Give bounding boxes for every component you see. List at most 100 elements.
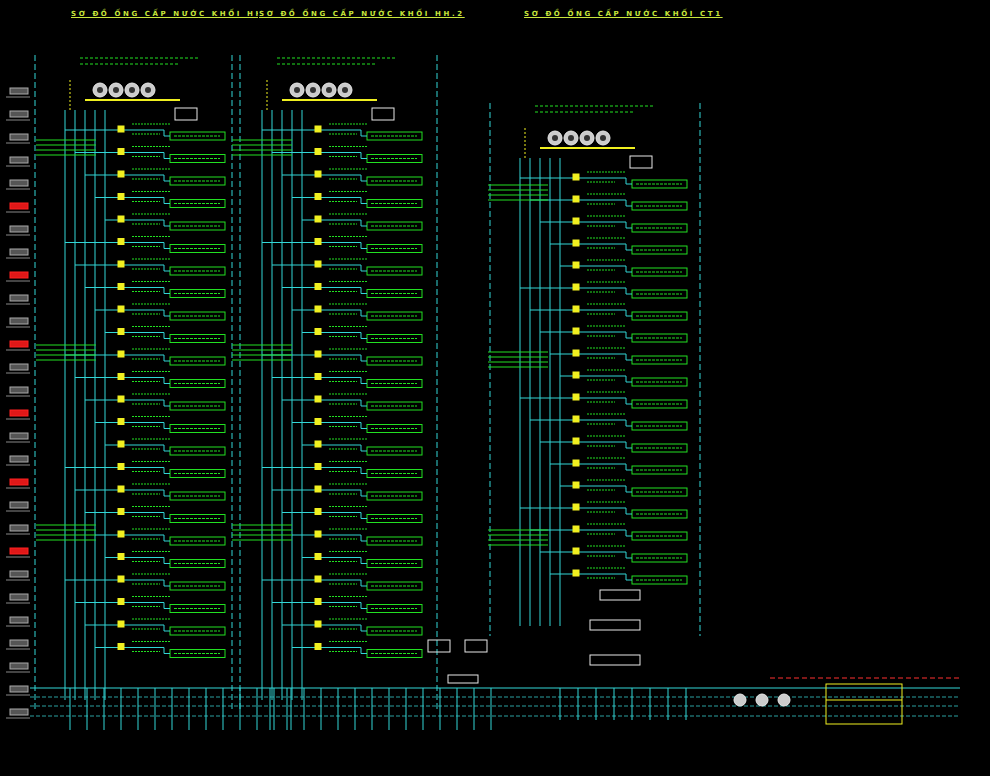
inlet-line: [232, 145, 292, 146]
pipe-line: [164, 288, 165, 294]
valve-symbol: [315, 149, 321, 155]
valve-symbol: [315, 216, 321, 222]
branch-pipe: [262, 580, 361, 581]
floor-line: [6, 488, 30, 489]
equipment-box: [590, 620, 640, 630]
box-text-line: [371, 181, 417, 182]
pipe-line: [164, 558, 165, 564]
pump-symbol: [580, 131, 594, 145]
pump-symbol: [125, 83, 139, 97]
box-text-line: [174, 496, 220, 497]
box-text-line: [371, 428, 417, 429]
note-line: [132, 651, 160, 652]
note-line: [587, 248, 615, 249]
building-outline: [240, 55, 241, 710]
branch-pipe: [540, 552, 626, 553]
note-line: [329, 179, 357, 180]
branch-pipe: [302, 445, 361, 446]
apartment-box: [367, 582, 422, 590]
riser-pipe: [105, 110, 106, 700]
branch-pipe: [560, 376, 626, 377]
note-line: [587, 502, 625, 503]
floor-line: [6, 281, 30, 282]
pump-symbol: [756, 694, 768, 706]
valve-symbol: [315, 239, 321, 245]
section-title: SƠ ĐỒ ỐNG CẤP NƯỚC KHỐI HH.1: [70, 10, 278, 18]
pipe-line: [164, 608, 170, 609]
note-line: [132, 381, 160, 382]
pipe-line: [164, 355, 165, 361]
note-line: [132, 156, 160, 157]
valve-symbol: [118, 194, 124, 200]
drop-pipe: [423, 688, 424, 730]
branch-pipe: [65, 130, 164, 131]
inlet-line: [488, 357, 548, 358]
pump-symbol: [290, 83, 304, 97]
pipe-line: [361, 586, 367, 587]
drop-pipe: [70, 688, 71, 730]
pipe-line: [361, 316, 367, 317]
note-line: [132, 561, 160, 562]
drop-pipe: [406, 688, 407, 730]
floor-line: [6, 120, 30, 121]
tank-symbol: [175, 108, 197, 120]
pipe-line: [626, 200, 627, 206]
apartment-box: [632, 246, 687, 254]
note-line: [329, 314, 357, 315]
apartment-box: [170, 267, 225, 275]
note-line: [132, 506, 170, 507]
pipe-line: [626, 580, 632, 581]
apartment-box: [170, 245, 225, 253]
floor-line: [6, 97, 30, 98]
note-line: [132, 201, 160, 202]
pump-symbol: [342, 87, 348, 93]
floor-symbol: [10, 433, 28, 439]
apartment-box: [170, 155, 225, 163]
branch-pipe: [292, 422, 361, 423]
box-text-line: [174, 608, 220, 609]
pipe-line: [164, 271, 170, 272]
pipe-line: [626, 536, 632, 537]
note-line: [132, 214, 170, 215]
note-line: [329, 191, 367, 192]
pump-symbol: [294, 87, 300, 93]
pipe-line: [525, 128, 526, 158]
valve-symbol: [118, 509, 124, 515]
riser-pipe: [85, 110, 86, 700]
pipe-line: [361, 428, 367, 429]
apartment-box: [632, 312, 687, 320]
floor-symbol: [10, 341, 28, 347]
box-text-line: [174, 653, 220, 654]
pipe-line: [626, 470, 632, 471]
note-line: [132, 551, 170, 552]
pipe-line: [626, 382, 632, 383]
valve-symbol: [573, 372, 579, 378]
floor-symbol: [10, 318, 28, 324]
pipe-line: [164, 603, 165, 609]
pipe-line: [164, 535, 165, 541]
floor-line: [6, 603, 30, 604]
floor-symbol: [10, 548, 28, 554]
note-line: [587, 238, 625, 239]
pipe-line: [164, 378, 165, 384]
pipe-line: [361, 265, 362, 271]
box-text-line: [636, 184, 682, 185]
pipe-line: [361, 181, 367, 182]
pipe-line: [164, 203, 170, 204]
box-text-line: [636, 426, 682, 427]
apartment-box: [632, 334, 687, 342]
apartment-box: [367, 515, 422, 523]
note-line: [587, 392, 625, 393]
box-text-line: [371, 518, 417, 519]
apartment-box: [367, 267, 422, 275]
floor-line: [6, 626, 30, 627]
box-text-line: [371, 271, 417, 272]
riser-pipe: [272, 110, 273, 700]
note-line: [132, 461, 170, 462]
pipe-line: [361, 136, 367, 137]
valve-symbol: [315, 554, 321, 560]
note-line: [329, 471, 357, 472]
pump-symbol: [322, 83, 336, 97]
pump-symbol: [97, 87, 103, 93]
note-line: [329, 291, 357, 292]
